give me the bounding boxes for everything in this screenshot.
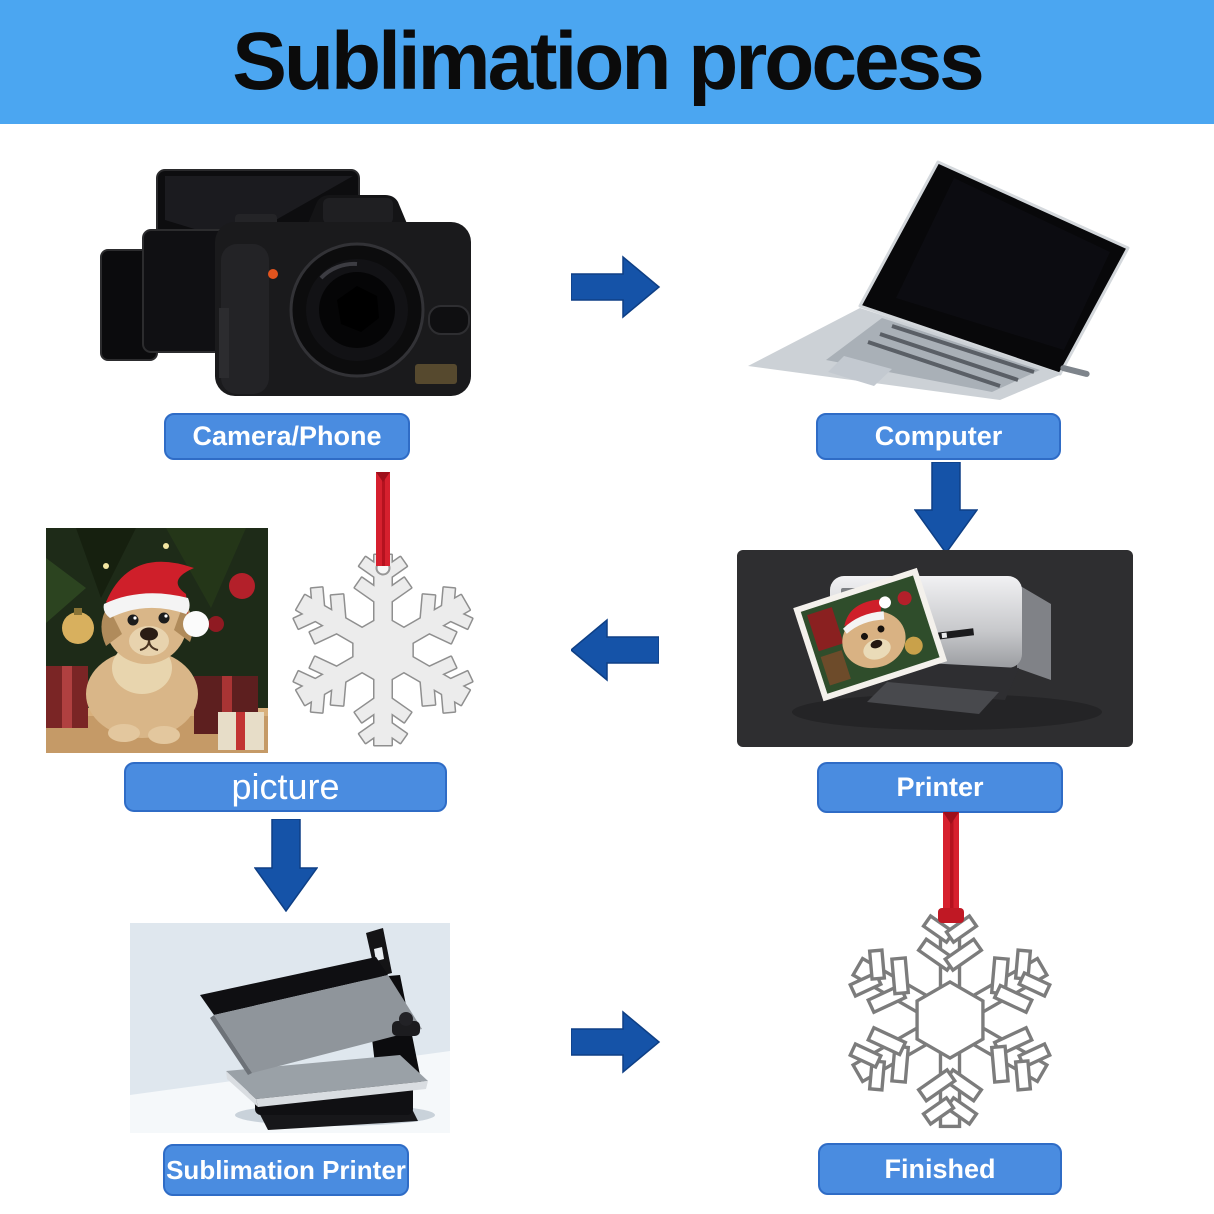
ribbon-icon (376, 472, 390, 566)
finished-ornament-illustration (835, 812, 1065, 1132)
arrow-right-icon (571, 255, 661, 319)
puppy-photo-illustration (46, 528, 268, 753)
step-label-camera-phone: Camera/Phone (164, 413, 410, 460)
snowflake-photo-icon (835, 902, 1065, 1132)
step-label-finished: Finished (818, 1143, 1062, 1195)
camera-phone-illustration (100, 169, 471, 396)
step-label-computer: Computer (816, 413, 1061, 460)
blank-snowflake-ornament-illustration (283, 472, 483, 752)
arrow-down-icon (254, 819, 318, 912)
puppy-icon (86, 561, 209, 744)
printer-icon (792, 567, 1102, 730)
snowflake-blank-icon (287, 555, 480, 745)
arrow-down-icon (914, 462, 978, 554)
heat-press-illustration-panel (130, 923, 450, 1133)
laptop-icon (748, 160, 1130, 400)
page-title: Sublimation process (232, 16, 985, 107)
printer-illustration-panel (737, 550, 1133, 747)
arrow-left-icon (571, 618, 659, 682)
title-banner: Sublimation process (0, 0, 1214, 124)
dslr-camera-icon (215, 195, 471, 396)
heat-press-icon (130, 923, 450, 1133)
step-label-picture: picture (124, 762, 447, 812)
arrow-right-icon (571, 1010, 661, 1074)
ribbon-icon (938, 812, 964, 923)
step-label-printer: Printer (817, 762, 1063, 813)
printed-photo-icon (793, 567, 948, 702)
step-label-sublimation-printer: Sublimation Printer (163, 1144, 409, 1196)
laptop-illustration (748, 160, 1130, 400)
